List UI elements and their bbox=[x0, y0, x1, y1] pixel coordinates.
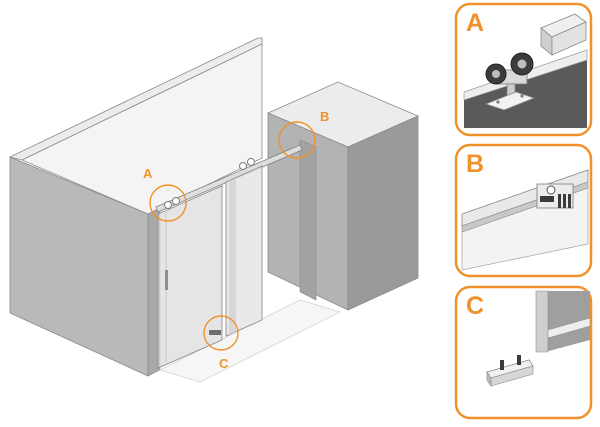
room-illustration bbox=[8, 37, 420, 383]
floor-guide-icon bbox=[486, 355, 534, 387]
callout-a-label: A bbox=[143, 166, 153, 181]
fixed-glass-panel bbox=[157, 185, 223, 369]
detail-panel-b: B bbox=[454, 143, 593, 278]
roller-carriage-left bbox=[164, 197, 180, 209]
roller-assembly-icon bbox=[484, 52, 536, 111]
detail-panel-a: A bbox=[454, 2, 593, 137]
callout-b: B bbox=[278, 109, 329, 159]
back-wall-face bbox=[21, 43, 263, 215]
right-wall-side bbox=[347, 115, 419, 311]
panel-a-label: A bbox=[466, 9, 484, 37]
door-handle bbox=[165, 270, 168, 290]
callout-b-label: B bbox=[320, 109, 329, 124]
end-stop-icon bbox=[536, 183, 574, 209]
callout-a: A bbox=[143, 166, 187, 222]
panel-c-label: C bbox=[466, 292, 484, 320]
roller-carriage-right bbox=[239, 158, 255, 170]
callout-c: C bbox=[203, 315, 239, 371]
callout-c-label: C bbox=[219, 356, 229, 371]
back-wall-top bbox=[8, 37, 263, 161]
detail-panel-c: C bbox=[454, 285, 593, 420]
floor-guide bbox=[209, 330, 221, 335]
right-wall-return bbox=[299, 139, 317, 301]
panel-b-label: B bbox=[466, 150, 484, 178]
